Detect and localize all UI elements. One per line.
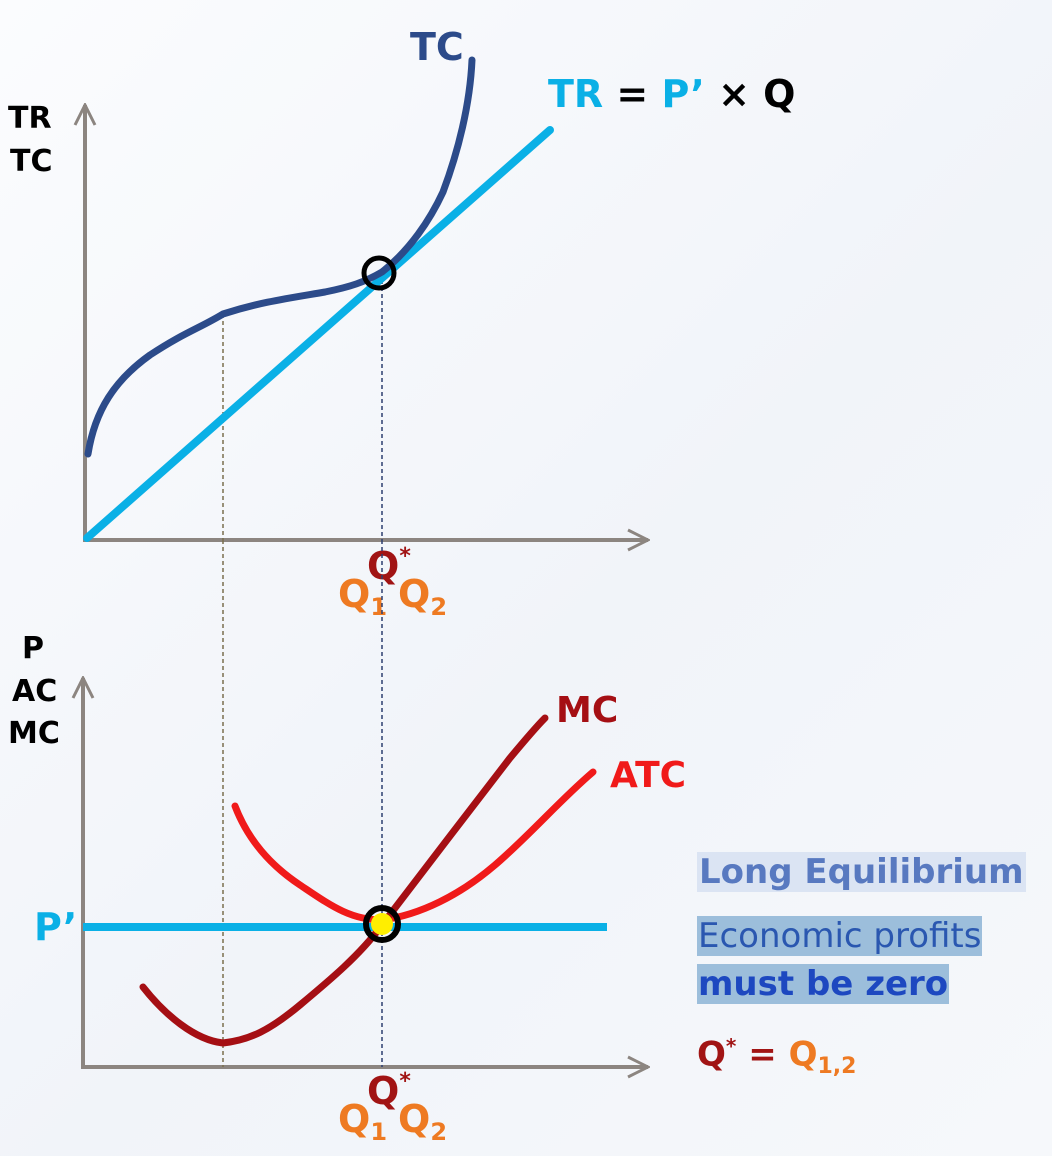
eq-rhs: Q — [788, 1034, 818, 1075]
bottom-equilibrium-marker — [363, 905, 401, 943]
top-y-label-line2: TC — [10, 144, 52, 179]
bottom-qstar-label: Q* — [367, 1069, 411, 1113]
top-qstar-label: Q* — [367, 544, 411, 588]
tc-label: TC — [410, 25, 464, 69]
mc-label: MC — [556, 690, 618, 731]
tr-line — [83, 126, 554, 542]
bottom-y-label-line3: MC — [8, 716, 60, 751]
top-y-label-line1: TR — [8, 101, 52, 136]
eq-sign: = — [748, 1034, 777, 1075]
bottom-q2-label: Q2 — [398, 1097, 447, 1146]
bottom-y-label-line1: P — [22, 631, 44, 666]
eq-q: Q — [697, 1034, 726, 1075]
note-line2: must be zero — [697, 964, 950, 1004]
atc-curve — [231, 768, 597, 924]
bottom-chart: P AC MC P’ MC ATC Q* Q1 Q2 — [8, 540, 686, 1146]
top-equilibrium-marker — [361, 255, 397, 291]
note-line1: Economic profits — [697, 916, 983, 956]
mc-curve — [139, 714, 549, 1047]
atc-label: ATC — [610, 755, 686, 796]
top-chart: TR TC TC TR = P’ × Q Q* Q1 Q2 — [8, 25, 795, 621]
note-title: Long Equilibrium — [697, 852, 1026, 892]
top-q2-label: Q2 — [398, 572, 447, 621]
note-equation: Q* = Q1,2 — [697, 1026, 856, 1087]
bottom-y-label-line2: AC — [12, 674, 57, 709]
price-label: P’ — [34, 905, 77, 949]
note-title-text: Long Equilibrium — [697, 852, 1026, 892]
tc-curve — [84, 56, 476, 458]
tr-label: TR = P’ × Q — [548, 72, 795, 116]
note-line2-text: must be zero — [697, 964, 950, 1004]
bottom-q1-label: Q1 — [338, 1097, 387, 1146]
bottom-equilibrium-dot — [371, 913, 393, 935]
top-q1-label: Q1 — [338, 572, 387, 621]
note-line1-text: Economic profits — [697, 916, 983, 956]
eq-rhs-sub: 1,2 — [817, 1054, 857, 1080]
eq-star: * — [725, 1034, 737, 1058]
